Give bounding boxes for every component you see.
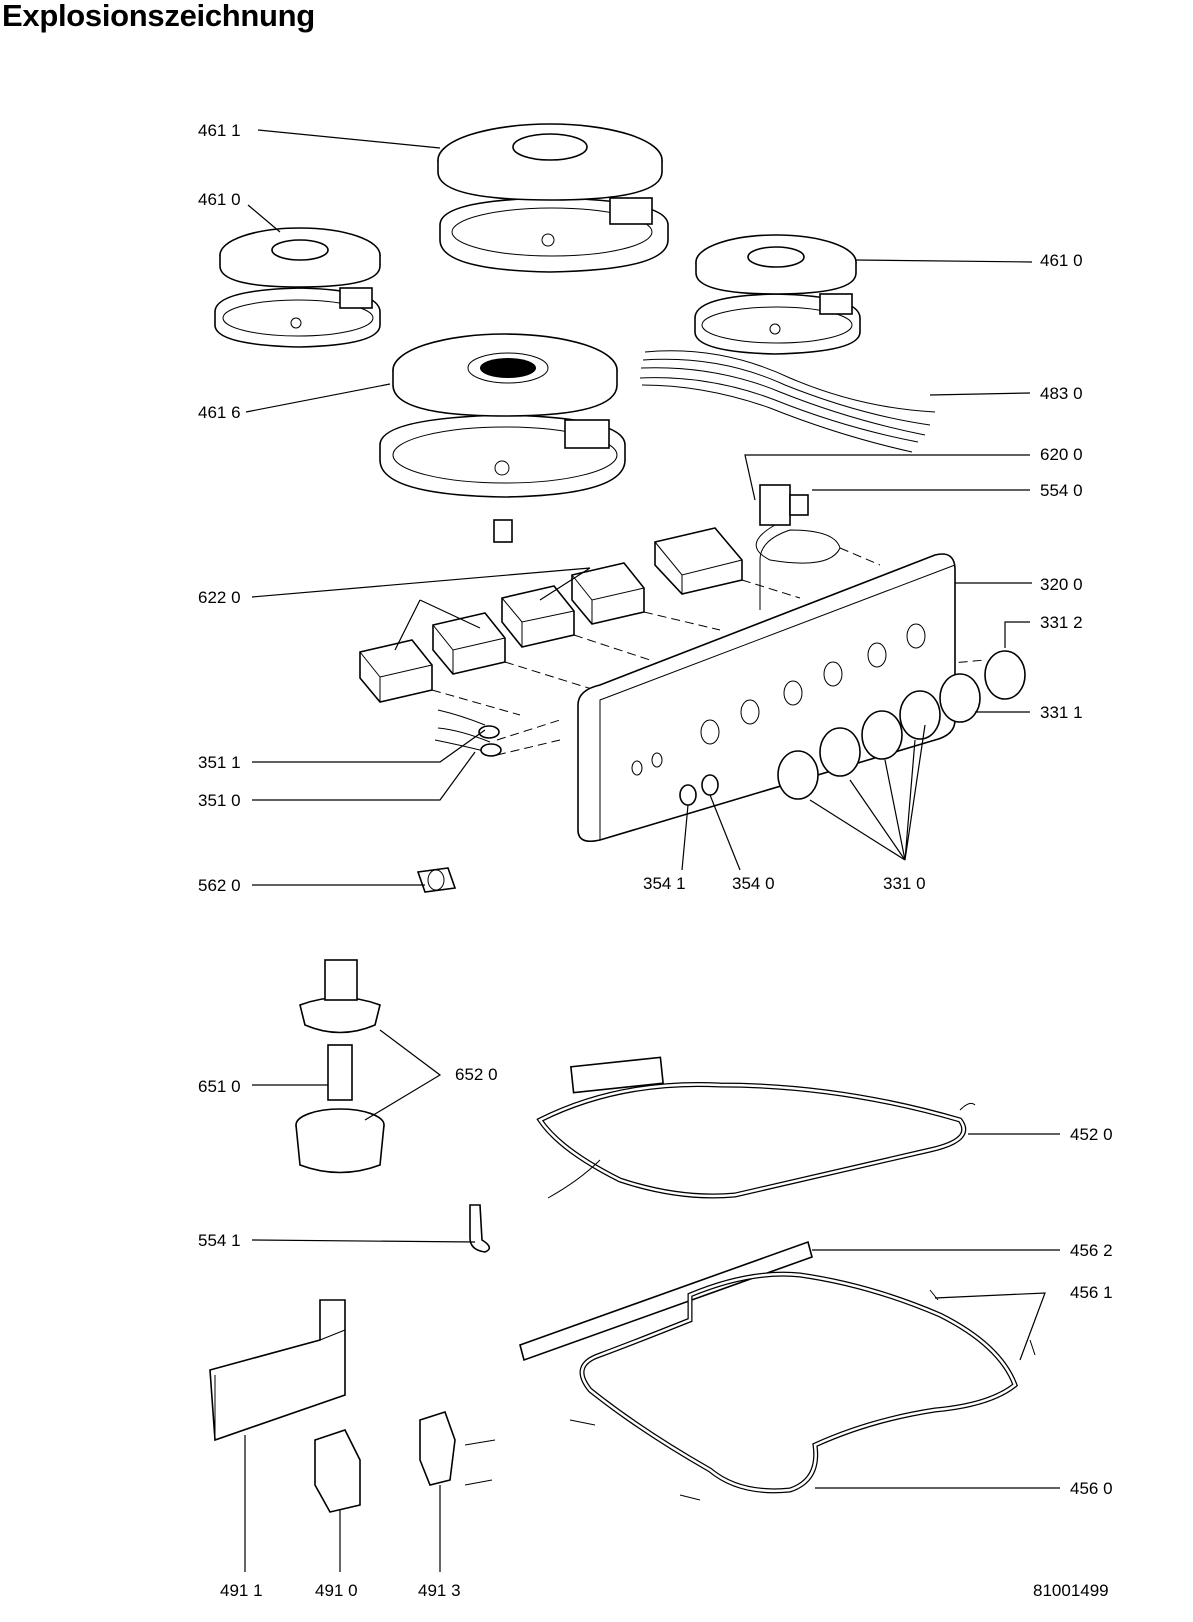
label-491-0: 491 0 — [315, 1581, 358, 1600]
oven-lamp — [295, 959, 385, 1174]
label-483-0: 483 0 — [1040, 384, 1083, 403]
label-620-0: 620 0 — [1040, 445, 1083, 464]
label-351-1: 351 1 — [198, 753, 241, 772]
label-331-2: 331 2 — [1040, 613, 1083, 632]
label-562-0: 562 0 — [198, 876, 241, 895]
label-622-0: 622 0 — [198, 588, 241, 607]
switch-620 — [654, 527, 743, 595]
label-491-3: 491 3 — [418, 1581, 461, 1600]
label-456-0: 456 0 — [1070, 1479, 1113, 1498]
label-461-6: 461 6 — [198, 403, 241, 422]
label-554-1: 554 1 — [198, 1231, 241, 1250]
label-456-2: 456 2 — [1070, 1241, 1113, 1260]
clip-562 — [416, 867, 457, 893]
hotplate-large — [437, 123, 669, 273]
terminal-block — [314, 1429, 361, 1513]
label-320-0: 320 0 — [1040, 575, 1083, 594]
label-354-1: 354 1 — [643, 874, 686, 893]
label-452-0: 452 0 — [1070, 1125, 1113, 1144]
hotplate-left — [214, 227, 381, 348]
label-652-0: 652 0 — [455, 1065, 498, 1084]
indicator-lamps — [434, 709, 719, 806]
wire-harness — [639, 350, 936, 453]
hotplate-right — [694, 234, 861, 355]
switches-622 — [359, 562, 645, 703]
label-554-0: 554 0 — [1040, 481, 1083, 500]
part-labels: 461 1 461 0 461 0 461 6 483 0 620 0 554 … — [198, 121, 1113, 1600]
label-461-1: 461 1 — [198, 121, 241, 140]
thermostat — [755, 484, 841, 610]
label-351-0: 351 0 — [198, 791, 241, 810]
label-491-1: 491 1 — [220, 1581, 263, 1600]
label-331-1: 331 1 — [1040, 703, 1083, 722]
label-331-0: 331 0 — [883, 874, 926, 893]
leader-lines — [244, 129, 1060, 1572]
bottom-heater — [519, 1240, 1036, 1501]
label-354-0: 354 0 — [732, 874, 775, 893]
page-title: Explosionszeichnung — [2, 0, 315, 33]
label-651-0: 651 0 — [198, 1077, 241, 1096]
clip-554-1 — [469, 1204, 491, 1253]
label-461-0-right: 461 0 — [1040, 251, 1083, 270]
control-knobs — [777, 650, 1026, 800]
drawing-number: 81001499 — [1033, 1581, 1109, 1600]
hotplate-front — [379, 333, 626, 543]
label-456-1: 456 1 — [1070, 1283, 1113, 1302]
cable-clamp — [419, 1411, 496, 1486]
grill-element — [536, 1056, 976, 1199]
terminal-cover — [209, 1299, 346, 1442]
label-461-0-left: 461 0 — [198, 190, 241, 209]
